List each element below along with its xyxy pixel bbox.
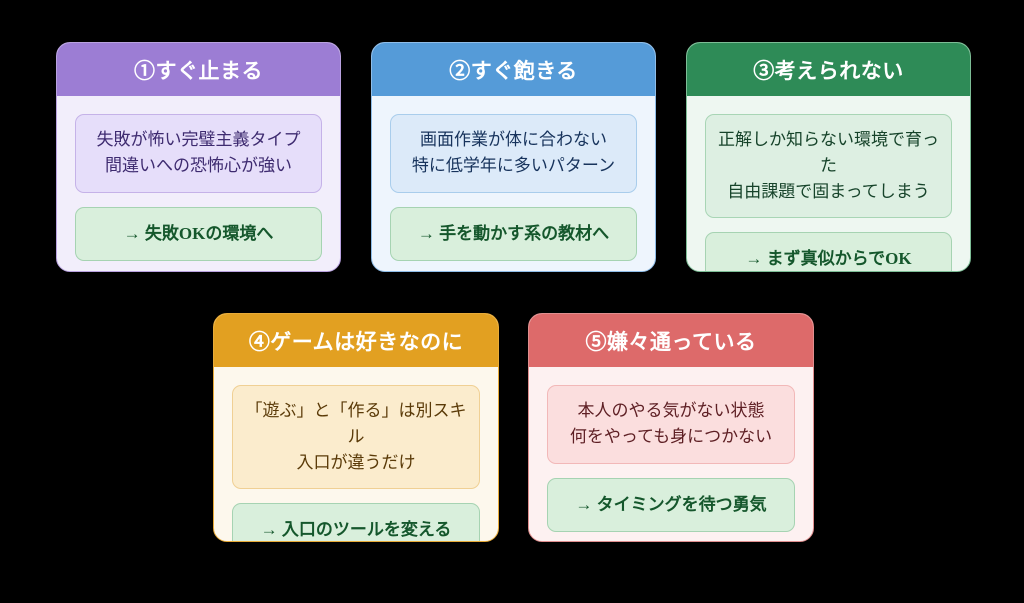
card-3[interactable]: ③考えられない 正解しか知らない環境で育った 自由課題で固まってしまう → まず… (686, 42, 971, 272)
card-4-solution: → 入口のツールを変える (232, 503, 480, 541)
card-1-title: ①すぐ止まる (57, 43, 340, 96)
card-4-problem: 「遊ぶ」と「作る」は別スキル 入口が違うだけ (232, 385, 480, 490)
card-2-title: ②すぐ飽きる (372, 43, 655, 96)
card-5-body: 本人のやる気がない状態 何をやっても身につかない → タイミングを待つ勇気 (529, 367, 813, 541)
card-2-problem: 画面作業が体に合わない 特に低学年に多いパターン (390, 114, 637, 193)
card-5-solution: → タイミングを待つ勇気 (547, 477, 795, 533)
card-1-problem: 失敗が怖い完璧主義タイプ 間違いへの恐怖心が強い (75, 114, 322, 193)
card-1-body: 失敗が怖い完璧主義タイプ 間違いへの恐怖心が強い → 失敗OKの環境へ (57, 96, 340, 271)
card-3-solution: → まず真似からでOK (705, 232, 952, 271)
card-1-solution: → 失敗OKの環境へ (75, 206, 322, 262)
card-2-body: 画面作業が体に合わない 特に低学年に多いパターン → 手を動かす系の教材へ (372, 96, 655, 271)
card-1[interactable]: ①すぐ止まる 失敗が怖い完璧主義タイプ 間違いへの恐怖心が強い → 失敗OKの環… (56, 42, 341, 272)
card-5-problem: 本人のやる気がない状態 何をやっても身につかない (547, 385, 795, 464)
card-4-title: ④ゲームは好きなのに (214, 314, 498, 367)
card-2[interactable]: ②すぐ飽きる 画面作業が体に合わない 特に低学年に多いパターン → 手を動かす系… (371, 42, 656, 272)
card-2-solution: → 手を動かす系の教材へ (390, 206, 637, 262)
card-5[interactable]: ⑤嫌々通っている 本人のやる気がない状態 何をやっても身につかない → タイミン… (528, 313, 814, 542)
card-4[interactable]: ④ゲームは好きなのに 「遊ぶ」と「作る」は別スキル 入口が違うだけ → 入口のツ… (213, 313, 499, 542)
card-3-body: 正解しか知らない環境で育った 自由課題で固まってしまう → まず真似からでOK (687, 96, 970, 271)
card-5-title: ⑤嫌々通っている (529, 314, 813, 367)
card-3-problem: 正解しか知らない環境で育った 自由課題で固まってしまう (705, 114, 952, 219)
card-4-body: 「遊ぶ」と「作る」は別スキル 入口が違うだけ → 入口のツールを変える (214, 367, 498, 541)
card-3-title: ③考えられない (687, 43, 970, 96)
